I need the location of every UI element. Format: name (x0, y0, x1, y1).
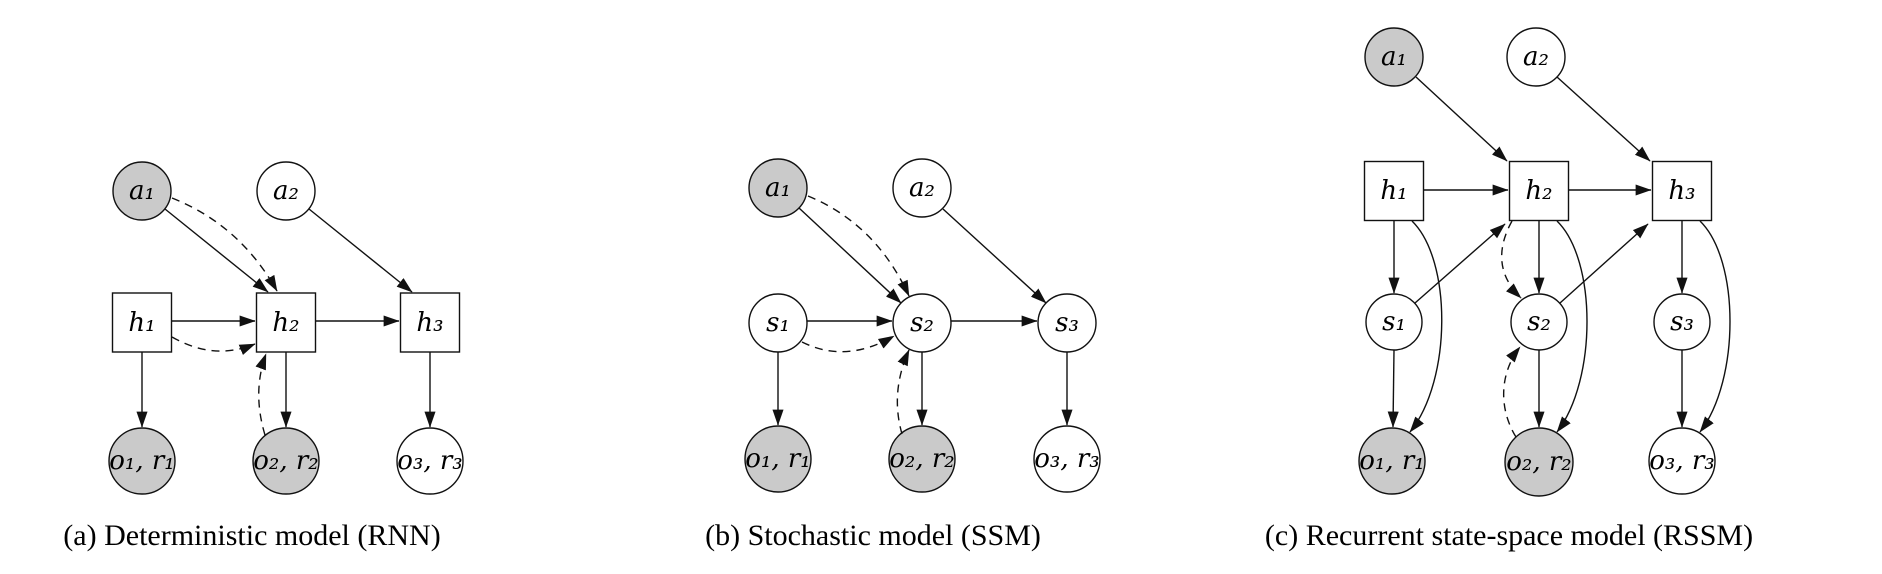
node-a2-circle (256, 161, 316, 221)
node-h3-square (399, 292, 461, 353)
caption-recurrent-state-space-model: (c) Recurrent state-space model (RSSM) (1264, 519, 1754, 552)
node-s3-label: s₃ (1055, 308, 1079, 338)
node-o3r3-circle (1648, 427, 1716, 495)
edge-h1-h2-dashed (171, 336, 256, 356)
node-a2-circle (1506, 27, 1566, 87)
node-o1r1-label: o₁, r₁ (745, 444, 810, 474)
edge-a1-h2 (1415, 76, 1508, 162)
caption-deterministic-model: (a) Deterministic model (RNN) (63, 519, 441, 552)
node-a1-shaded-circle (1364, 27, 1424, 87)
diagram-b: a₁ a₂ s₁ s₂ s₃ o₁, r₁ o₂, r₂ o₃, r₃ (744, 158, 1101, 493)
node-h1-label: h₁ (1380, 176, 1407, 206)
node-o3r3-label: o₃, r₃ (397, 446, 462, 476)
node-o2r2-shaded-circle (252, 427, 320, 495)
edge-a2-h3 (1556, 76, 1651, 162)
edge-a1-s2 (798, 207, 902, 304)
node-a1-label: a₁ (1381, 42, 1407, 72)
edge-h2-o2r2-curved (1556, 220, 1588, 433)
node-a1-shaded-circle (112, 161, 172, 221)
edge-a1-s2-dashed (807, 195, 910, 297)
node-a1-label: a₁ (129, 176, 155, 206)
edge-o2r2-s2-dashed (896, 349, 910, 435)
node-a2-circle (892, 158, 952, 218)
node-o2r2-label: o₂, r₂ (889, 444, 954, 474)
node-o2r2-label: o₂, r₂ (253, 446, 318, 476)
node-a1-shaded-circle (748, 158, 808, 218)
node-s1-label: s₁ (766, 308, 790, 338)
node-s2-label: s₂ (1527, 307, 1551, 337)
node-o1r1-shaded-circle (1358, 427, 1426, 495)
node-h2-label: h₂ (272, 308, 299, 338)
caption-stochastic-model: (b) Stochastic model (SSM) (705, 519, 1041, 552)
edge-s1-o1r1 (1387, 349, 1399, 428)
node-a2-label: a₂ (273, 176, 299, 206)
edge-a2-h3 (308, 208, 413, 293)
node-o3r3-label: o₃, r₃ (1649, 446, 1714, 476)
edge-o2r2-s2-dashed (1502, 346, 1521, 438)
edge-a2-s3 (942, 208, 1047, 304)
node-h3-label: h₃ (416, 308, 443, 338)
edge-o2r2-h2-dashed (255, 353, 267, 436)
edge-h2-s2-dashed (1501, 220, 1522, 299)
node-o2r2-shaded-circle (1504, 427, 1574, 497)
node-o1r1-shaded-circle (108, 427, 176, 495)
node-a2-label: a₂ (909, 173, 935, 203)
diagram-a: a₁ a₂ h₁ h₂ h₃ o₁, r₁ o₂, r₂ o₃, r₃ (108, 161, 464, 495)
edge-s1-h2 (1414, 223, 1506, 304)
node-o3r3-circle (1033, 425, 1101, 493)
node-o2r2-label: o₂, r₂ (1506, 447, 1571, 477)
node-o1r1-label: o₁, r₁ (109, 446, 174, 476)
node-h1-square (1363, 160, 1425, 222)
node-h3-label: h₃ (1668, 176, 1695, 206)
edge-a1-h2-dashed (171, 197, 278, 292)
diagram-c: a₁ a₂ h₁ h₂ h₃ s₁ s₂ s₃ o₁, r₁ o₂, r₂ o₃… (1358, 27, 1731, 497)
node-s1-label: s₁ (1382, 307, 1406, 337)
node-h3-square (1651, 160, 1713, 222)
node-o3r3-circle (396, 427, 464, 495)
node-o1r1-shaded-circle (744, 425, 812, 493)
node-h2-square (255, 292, 317, 353)
node-s3-label: s₃ (1670, 307, 1694, 337)
node-s2-label: s₂ (910, 308, 934, 338)
node-h2-label: h₂ (1525, 176, 1552, 206)
node-a1-label: a₁ (765, 173, 791, 203)
node-o1r1-label: o₁, r₁ (1359, 446, 1424, 476)
edge-h3-o3r3-curved (1699, 220, 1731, 433)
edge-a1-h2 (164, 208, 269, 293)
node-o2r2-shaded-circle (888, 425, 956, 493)
node-o3r3-label: o₃, r₃ (1034, 444, 1099, 474)
node-h2-square (1508, 160, 1570, 222)
node-h1-label: h₁ (128, 308, 155, 338)
edge-h1-o1r1-curved (1409, 220, 1443, 433)
node-a2-label: a₂ (1523, 42, 1549, 72)
edge-s2-h3 (1559, 223, 1649, 304)
edge-s1-s2-dashed (801, 335, 895, 353)
